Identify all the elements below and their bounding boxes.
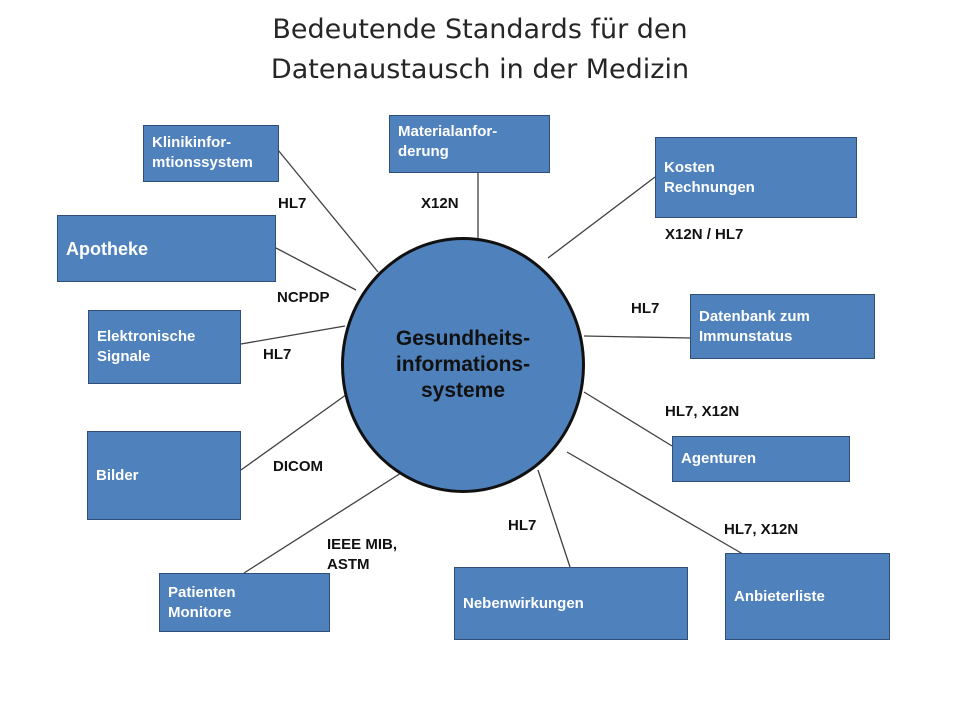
- connector-neben: [537, 469, 571, 568]
- connector-klinik: [277, 149, 379, 273]
- hub-label: Gesundheits- informations- systeme: [396, 326, 530, 404]
- edge-label-text: ASTM: [327, 556, 370, 573]
- edge-label-text: X12N / HL7: [665, 226, 744, 243]
- node-label-line: Apotheke: [66, 238, 149, 259]
- edge-label-agenturen: HL7, X12N: [665, 402, 739, 422]
- node-label-line: Rechnungen: [664, 178, 755, 196]
- edge-label-datenbank: HL7: [631, 299, 659, 319]
- connector-datenbank: [583, 335, 691, 339]
- node-patienten-monitore: Patienten Monitore: [159, 573, 330, 632]
- node-label-line: mtionssystem: [152, 154, 253, 171]
- edge-label-patienten: IEEE MIB, ASTM: [327, 535, 397, 575]
- edge-label-text: IEEE MIB,: [327, 536, 398, 553]
- node-nebenwirkungen: Nebenwirkungen: [454, 567, 688, 640]
- page-title: Bedeutende Standards für den Datenaustau…: [0, 10, 960, 90]
- hub-label-line-3: systeme: [420, 379, 506, 402]
- edge-label-material: X12N: [421, 194, 459, 214]
- edge-label-text: HL7, X12N: [724, 521, 799, 538]
- node-label-line: Bilder: [96, 466, 139, 484]
- title-line-1: Bedeutende Standards für den: [272, 14, 688, 45]
- node-label-line: derung: [398, 143, 449, 160]
- node-label-line: Kosten: [664, 158, 715, 176]
- edge-label-bilder: DICOM: [273, 457, 323, 477]
- hub-ellipse: Gesundheits- informations- systeme: [341, 237, 585, 493]
- edge-label-neben: HL7: [508, 516, 536, 536]
- node-kosten-rechnungen: Kosten Rechnungen: [655, 137, 857, 218]
- node-label-line: Signale: [97, 348, 151, 365]
- connector-anbieter: [566, 451, 749, 558]
- edge-label-apotheke: NCPDP: [277, 288, 330, 308]
- node-anbieterliste: Anbieterliste: [725, 553, 890, 640]
- title-line-2: Datenaustausch in der Medizin: [270, 54, 690, 85]
- connector-agenturen: [583, 391, 673, 447]
- edge-label-anbieter: HL7, X12N: [724, 520, 798, 540]
- connector-kosten: [547, 176, 656, 259]
- node-label-line: Agenturen: [681, 450, 756, 467]
- edge-label-text: DICOM: [273, 458, 323, 475]
- edge-label-kosten: X12N / HL7: [665, 225, 743, 245]
- node-label-line: Nebenwirkungen: [463, 594, 584, 612]
- node-agenturen: Agenturen: [672, 436, 850, 482]
- edge-label-elektro: HL7: [263, 345, 291, 365]
- node-label-line: Klinikinfor-: [152, 134, 232, 151]
- node-label-line: Immunstatus: [699, 327, 793, 345]
- node-elektronische-signale: Elektronische Signale: [88, 310, 241, 384]
- edge-label-text: HL7, X12N: [665, 403, 740, 420]
- node-apotheke: Apotheke: [57, 215, 276, 282]
- hub-label-line-2: informations-: [395, 353, 531, 376]
- node-datenbank-immunstatus: Datenbank zum Immunstatus: [690, 294, 875, 359]
- connector-bilder: [240, 391, 351, 471]
- connector-patienten: [243, 465, 413, 574]
- node-label-line: Elektronische: [97, 328, 196, 345]
- edge-label-klinik: HL7: [278, 194, 306, 214]
- node-label-line: Materialanfor-: [398, 123, 498, 140]
- edge-label-text: HL7: [278, 195, 307, 212]
- node-label-line: Patienten: [168, 583, 236, 601]
- node-materialanforderung: Materialanfor- derung: [389, 115, 550, 173]
- node-label-line: Anbieterliste: [734, 588, 825, 605]
- edge-label-text: NCPDP: [277, 289, 330, 306]
- node-label-line: Datenbank zum: [699, 307, 810, 325]
- hub-label-line-1: Gesundheits-: [395, 327, 531, 350]
- node-klinikinformationssystem: Klinikinfor- mtionssystem: [143, 125, 279, 182]
- edge-label-text: X12N: [421, 195, 459, 212]
- edge-label-text: HL7: [263, 346, 292, 363]
- edge-label-text: HL7: [631, 300, 660, 317]
- node-label-line: Monitore: [168, 603, 232, 621]
- connector-elektro: [240, 325, 346, 345]
- edge-label-text: HL7: [508, 517, 537, 534]
- node-bilder: Bilder: [87, 431, 241, 520]
- connector-apotheke: [275, 247, 357, 291]
